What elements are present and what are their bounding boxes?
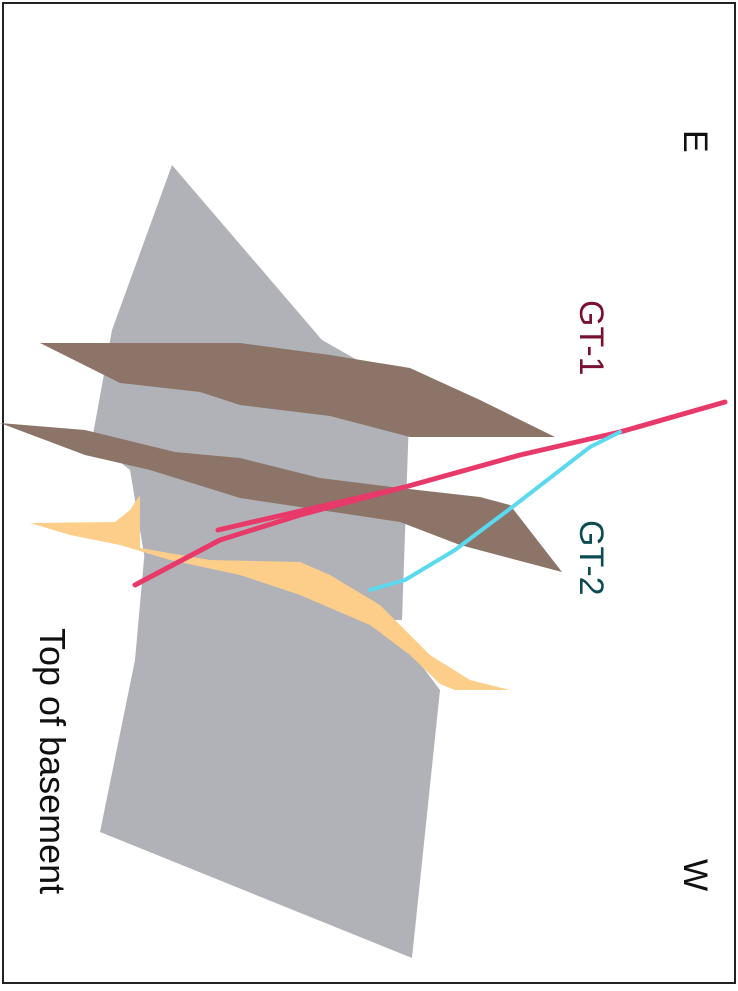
well-gt2-trajectory xyxy=(368,430,622,592)
well-gt2-label: GT-2 xyxy=(572,520,610,596)
fault-plane-upper xyxy=(40,343,555,437)
top-of-basement-label: Top of basement xyxy=(32,628,73,894)
basement-block-lower xyxy=(100,548,440,958)
fault-plane-lower xyxy=(0,423,562,572)
well-gt1-trajectory-lower xyxy=(132,484,408,588)
well-gt1-label: GT-1 xyxy=(572,300,610,376)
direction-east-label: E xyxy=(676,130,714,153)
direction-west-label: W xyxy=(676,859,714,891)
